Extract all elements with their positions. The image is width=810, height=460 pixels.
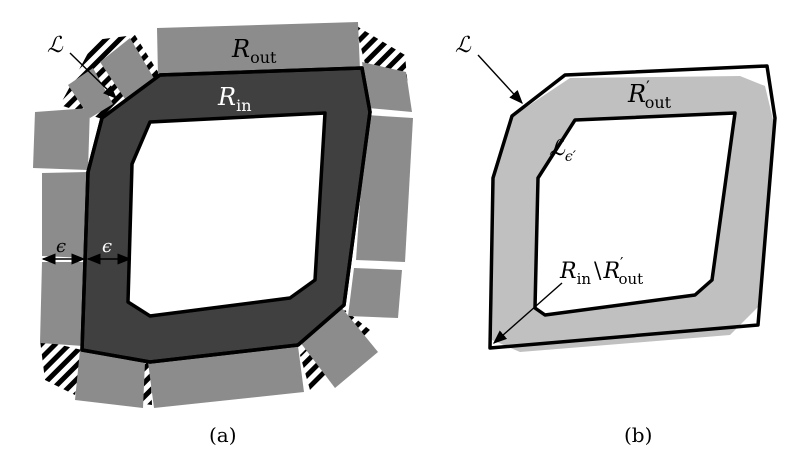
label-epsilon-left: ϵ [56,236,66,257]
r-out-rect-bottom-left [75,350,145,408]
label-r-out-prime-sup: ′ [646,77,650,96]
caption-b: (b) [624,423,652,447]
l-pointer-arrow-a [69,52,118,99]
label-r-out-sub: out [250,48,277,67]
r-out-rect-left-1 [33,108,90,170]
curve-l-a [80,66,372,364]
hatch-bottom-left [40,340,82,395]
l-pointer-arrow-b [477,54,523,105]
r-out-rect-left-2 [42,172,88,258]
label-l-eps-prime-sub: ϵ′ [565,149,577,165]
r-out-rect-left-3 [40,262,85,346]
label-r-in: Rin [217,83,252,115]
r-out-rect-top-left-1 [100,38,155,102]
r-out-rect-right-2 [348,268,402,318]
r-out-rect-bottom-mid [148,346,304,408]
label-l-a: ℒ [47,33,64,58]
label-r-out-prime-sub: out [645,93,672,112]
label-diff: Rin\R′out [559,254,643,288]
r-out-rect-top-left-2 [68,68,113,118]
label-r-in-sub: in [236,96,251,115]
r-out-rect-top [157,22,360,76]
panel-b: ℒ R′out ℒϵ′ Rin\R′out (b) [455,33,777,447]
r-out-rect-right-1 [356,115,413,262]
panel-a: ℒ Rout Rin ϵ ϵ (a) [33,22,413,447]
diff-pointer-arrow [492,282,563,344]
label-epsilon-right: ϵ [102,236,112,257]
curve-l-eps-prime [533,111,737,317]
label-r-out: Rout [231,35,277,67]
label-l-b: ℒ [455,33,472,58]
curve-l-b [488,64,777,350]
label-l-eps-prime: ℒϵ′ [549,136,577,165]
caption-a: (a) [209,423,237,447]
r-out-rect-right-top [362,62,412,112]
r-out-rectangles [33,22,413,408]
label-r-out-prime: R′out [627,77,672,112]
r-out-prime-band [492,76,775,352]
